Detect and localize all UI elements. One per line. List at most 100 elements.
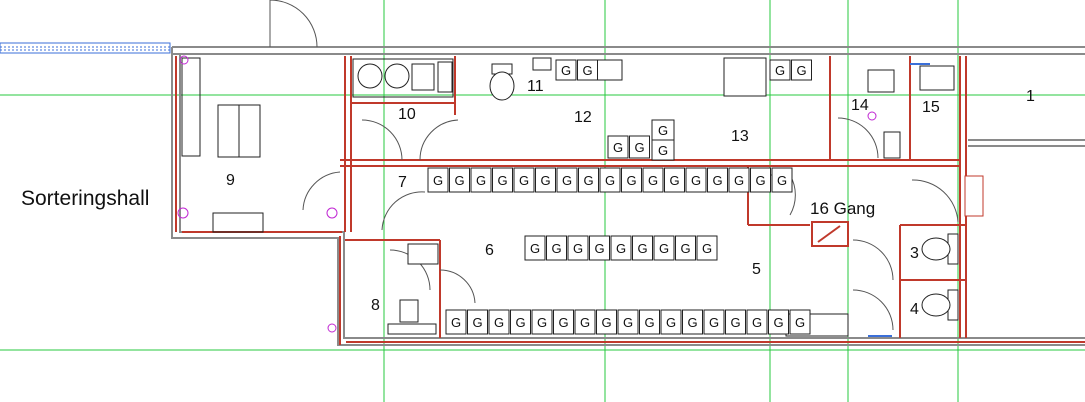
locker bbox=[492, 167, 513, 193]
locker-letter: G bbox=[755, 173, 765, 188]
locker bbox=[610, 235, 632, 261]
locker-letter: G bbox=[796, 63, 806, 78]
locker-letter: G bbox=[626, 173, 636, 188]
locker bbox=[725, 309, 746, 335]
locker-letter: G bbox=[648, 173, 658, 188]
locker bbox=[746, 309, 768, 335]
locker bbox=[567, 235, 589, 261]
locker-letter: G bbox=[623, 315, 633, 330]
room-label-6: 6 bbox=[485, 242, 494, 259]
locker-letter: G bbox=[634, 140, 644, 155]
locker-letter: G bbox=[730, 315, 740, 330]
room-label-3: 3 bbox=[910, 245, 919, 262]
locker-letter: G bbox=[476, 173, 486, 188]
locker-letter: G bbox=[605, 173, 615, 188]
locker-letter: G bbox=[658, 143, 668, 158]
locker-letter: G bbox=[551, 241, 561, 256]
locker bbox=[445, 309, 467, 335]
locker-letter: G bbox=[561, 63, 571, 78]
locker bbox=[651, 139, 675, 161]
locker-letter: G bbox=[702, 241, 712, 256]
locker-letter: G bbox=[530, 241, 540, 256]
locker-letter: G bbox=[752, 315, 762, 330]
room-label-7: 7 bbox=[398, 174, 407, 191]
room-label-5: 5 bbox=[752, 261, 761, 278]
locker-letter: G bbox=[515, 315, 525, 330]
locker bbox=[467, 309, 488, 335]
locker bbox=[664, 167, 685, 193]
locker bbox=[546, 235, 567, 261]
room-label-11: 11 bbox=[527, 78, 544, 95]
room-9-furniture bbox=[181, 57, 264, 233]
locker bbox=[682, 309, 703, 335]
locker-letter: G bbox=[582, 63, 592, 78]
locker-letter: G bbox=[687, 315, 697, 330]
locker bbox=[488, 309, 510, 335]
room-label-15: 15 bbox=[922, 99, 940, 116]
locker bbox=[642, 167, 664, 193]
locker-letter: G bbox=[580, 315, 590, 330]
locker-letter: G bbox=[659, 241, 669, 256]
red-wall-hatching bbox=[175, 56, 1085, 345]
room-10-fixtures bbox=[352, 58, 454, 98]
locker-letter: G bbox=[709, 315, 719, 330]
locker-letter: G bbox=[680, 241, 690, 256]
locker-letter: G bbox=[583, 173, 593, 188]
exterior-wall-strip bbox=[0, 42, 171, 54]
room-label-9: 9 bbox=[226, 172, 235, 189]
locker bbox=[596, 309, 617, 335]
locker bbox=[553, 309, 574, 335]
locker-letter: G bbox=[777, 173, 787, 188]
locker bbox=[703, 309, 725, 335]
locker bbox=[617, 309, 639, 335]
locker bbox=[789, 309, 811, 335]
locker-letter: G bbox=[472, 315, 482, 330]
room-label-4: 4 bbox=[910, 301, 919, 318]
locker-letter: G bbox=[775, 63, 785, 78]
locker-letter: G bbox=[497, 173, 507, 188]
locker bbox=[449, 167, 470, 193]
room-label-10: 10 bbox=[398, 106, 416, 123]
locker-letter: G bbox=[616, 241, 626, 256]
fire-cabinet bbox=[811, 175, 984, 247]
locker bbox=[578, 167, 599, 193]
locker-letter: G bbox=[712, 173, 722, 188]
locker bbox=[427, 167, 449, 193]
locker-letter: G bbox=[734, 173, 744, 188]
blue-markers bbox=[868, 63, 930, 337]
locker-letter: G bbox=[519, 173, 529, 188]
locker bbox=[470, 167, 492, 193]
locker-letter: G bbox=[558, 315, 568, 330]
locker-letter: G bbox=[795, 315, 805, 330]
room-label-12: 12 bbox=[574, 109, 592, 126]
locker bbox=[707, 167, 728, 193]
locker bbox=[621, 167, 642, 193]
locker bbox=[750, 167, 771, 193]
locker-letter: G bbox=[573, 241, 583, 256]
locker bbox=[791, 59, 812, 81]
locker-letter: G bbox=[658, 123, 668, 138]
locker-letter: G bbox=[540, 173, 550, 188]
locker-letter: G bbox=[601, 315, 611, 330]
locker bbox=[535, 167, 556, 193]
locker bbox=[660, 309, 682, 335]
room-label-8: 8 bbox=[371, 297, 380, 314]
label-sorteringshall: Sorteringshall bbox=[21, 187, 150, 210]
equipment-accents bbox=[177, 55, 877, 333]
locker bbox=[653, 235, 675, 261]
locker bbox=[696, 235, 718, 261]
locker bbox=[607, 135, 629, 159]
locker-letter: G bbox=[451, 315, 461, 330]
locker-letter: G bbox=[773, 315, 783, 330]
locker bbox=[728, 167, 750, 193]
locker bbox=[589, 235, 610, 261]
locker bbox=[629, 135, 650, 159]
locker bbox=[599, 167, 621, 193]
room-label-13: 13 bbox=[731, 128, 749, 145]
locker bbox=[639, 309, 660, 335]
locker-letter: G bbox=[537, 315, 547, 330]
locker bbox=[768, 309, 789, 335]
locker bbox=[769, 59, 791, 81]
